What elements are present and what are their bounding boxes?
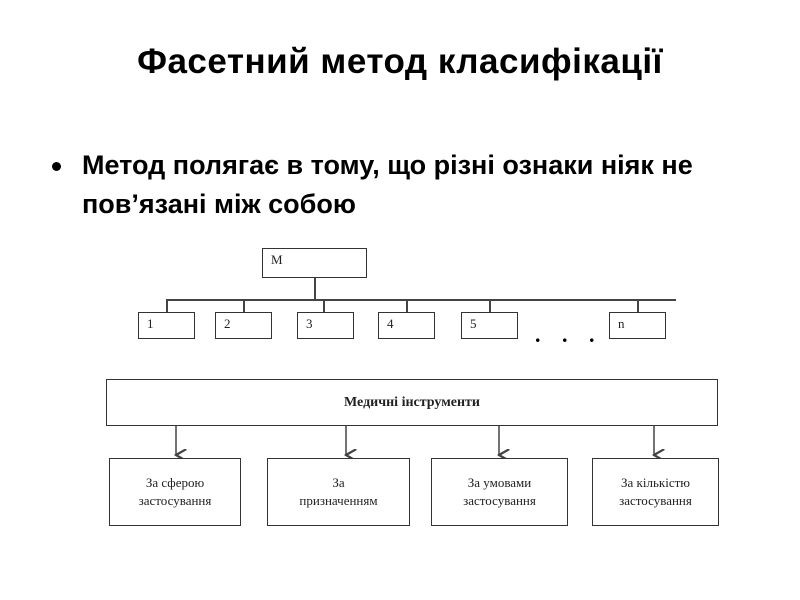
facet-label: 5 <box>470 316 477 331</box>
connector-line <box>166 299 676 301</box>
subcategory-line2: застосування <box>619 493 692 508</box>
subcategory-box: За умовами застосування <box>431 458 568 526</box>
facet-label: 4 <box>387 316 394 331</box>
subcategory-line1: За кількістю <box>621 475 690 490</box>
root-box: М <box>262 248 367 278</box>
subcategory-box: За кількістю застосування <box>592 458 719 526</box>
category-label: Медичні інструменти <box>344 394 480 410</box>
facet-label: 3 <box>306 316 313 331</box>
subcategory-box: За сферою застосування <box>109 458 241 526</box>
connector-line <box>406 299 408 313</box>
connector-line <box>637 299 639 313</box>
facet-label: n <box>618 316 625 331</box>
ellipsis: . . . <box>535 322 603 347</box>
subcategory-line2: застосування <box>138 493 212 508</box>
facet-box: n <box>609 312 666 339</box>
facet-box: 3 <box>297 312 354 339</box>
subcategory-line1: За <box>332 475 345 490</box>
facet-label: 2 <box>224 316 231 331</box>
connector-line <box>166 299 168 313</box>
facet-box: 5 <box>461 312 518 339</box>
bullet-dot <box>52 162 61 171</box>
facet-label: 1 <box>147 316 154 331</box>
root-label: М <box>271 252 283 267</box>
subcategory-box: За призначенням <box>267 458 410 526</box>
connector-line <box>243 299 245 313</box>
facet-box: 4 <box>378 312 435 339</box>
facet-box: 1 <box>138 312 195 339</box>
connector-line <box>323 299 325 313</box>
connector-line <box>314 278 316 300</box>
subcategory-line1: За сферою <box>145 475 205 490</box>
page-title: Фасетний метод класифікації <box>137 42 663 81</box>
subcategory-line2: застосування <box>463 493 536 508</box>
connector-line <box>489 299 491 313</box>
subcategory-line1: За умовами <box>467 475 532 490</box>
facet-box: 2 <box>215 312 272 339</box>
subcategory-line2: призначенням <box>299 493 378 508</box>
bullet-text: Метод полягає в тому, що різні ознаки ні… <box>82 150 693 219</box>
category-box: Медичні інструменти <box>106 379 718 426</box>
